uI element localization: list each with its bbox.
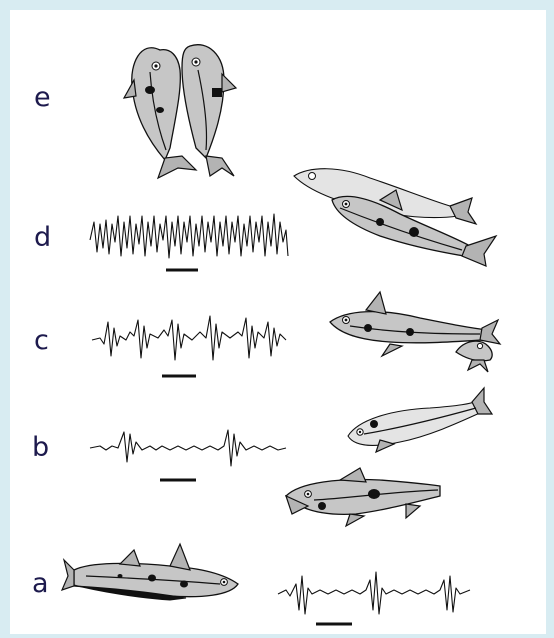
fish-pair-e xyxy=(124,45,236,178)
fish-e-right-tail xyxy=(206,156,234,176)
fish-b-body xyxy=(348,400,482,445)
fish-b xyxy=(348,388,492,452)
fish-c-small xyxy=(456,341,492,361)
fish-pair-d xyxy=(294,169,496,266)
figure-drawing xyxy=(10,10,546,634)
fish-ba xyxy=(286,468,440,526)
fish-pair-c xyxy=(330,292,500,372)
fish-e-right xyxy=(182,45,224,158)
trace-d xyxy=(90,214,288,258)
trace-a xyxy=(278,572,470,614)
trace-c xyxy=(92,316,286,360)
trace-b xyxy=(90,430,286,466)
fish-a xyxy=(62,544,238,600)
fish-e-left-fin xyxy=(124,80,136,98)
fish-d-upper-tail xyxy=(450,198,476,224)
fish-d-lower-tail xyxy=(462,236,496,266)
figure-panel: e d c b a xyxy=(10,10,546,634)
fish-c-main xyxy=(330,312,488,343)
fish-e-right-fin xyxy=(222,74,236,92)
